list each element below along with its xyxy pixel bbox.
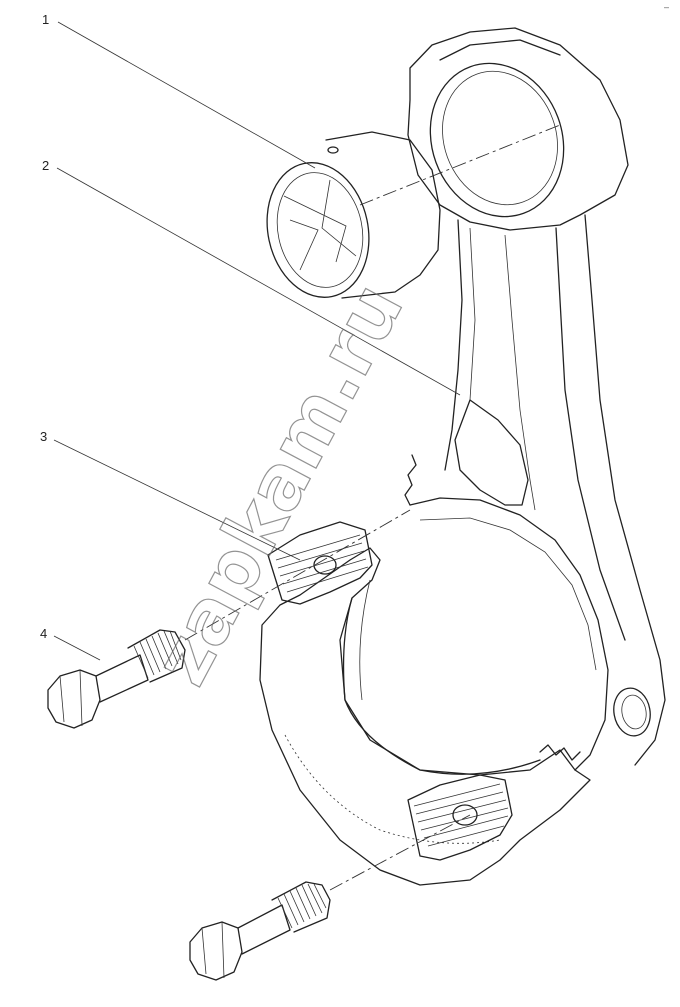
small-end-bushing bbox=[266, 131, 441, 299]
corner-mark: – bbox=[664, 2, 669, 12]
callout-3: 3 bbox=[40, 429, 47, 444]
callout-4: 4 bbox=[40, 626, 47, 641]
upper-bolt-axis bbox=[184, 509, 411, 641]
lower-bolt-boss bbox=[407, 774, 513, 861]
upper-bolt bbox=[47, 629, 186, 729]
connecting-rod bbox=[404, 27, 666, 771]
lower-bolt bbox=[189, 881, 331, 981]
leader-1 bbox=[57, 21, 316, 169]
leader-2 bbox=[56, 167, 461, 396]
bushing-centerline bbox=[359, 124, 561, 206]
callout-2: 2 bbox=[42, 158, 49, 173]
callout-1: 1 bbox=[42, 12, 49, 27]
lower-bolt-axis bbox=[329, 814, 471, 891]
leader-3 bbox=[53, 439, 301, 561]
rod-cap bbox=[259, 521, 591, 886]
upper-bolt-boss bbox=[267, 521, 373, 605]
watermark: zapkam.ru bbox=[138, 270, 420, 698]
leader-4 bbox=[53, 635, 101, 661]
